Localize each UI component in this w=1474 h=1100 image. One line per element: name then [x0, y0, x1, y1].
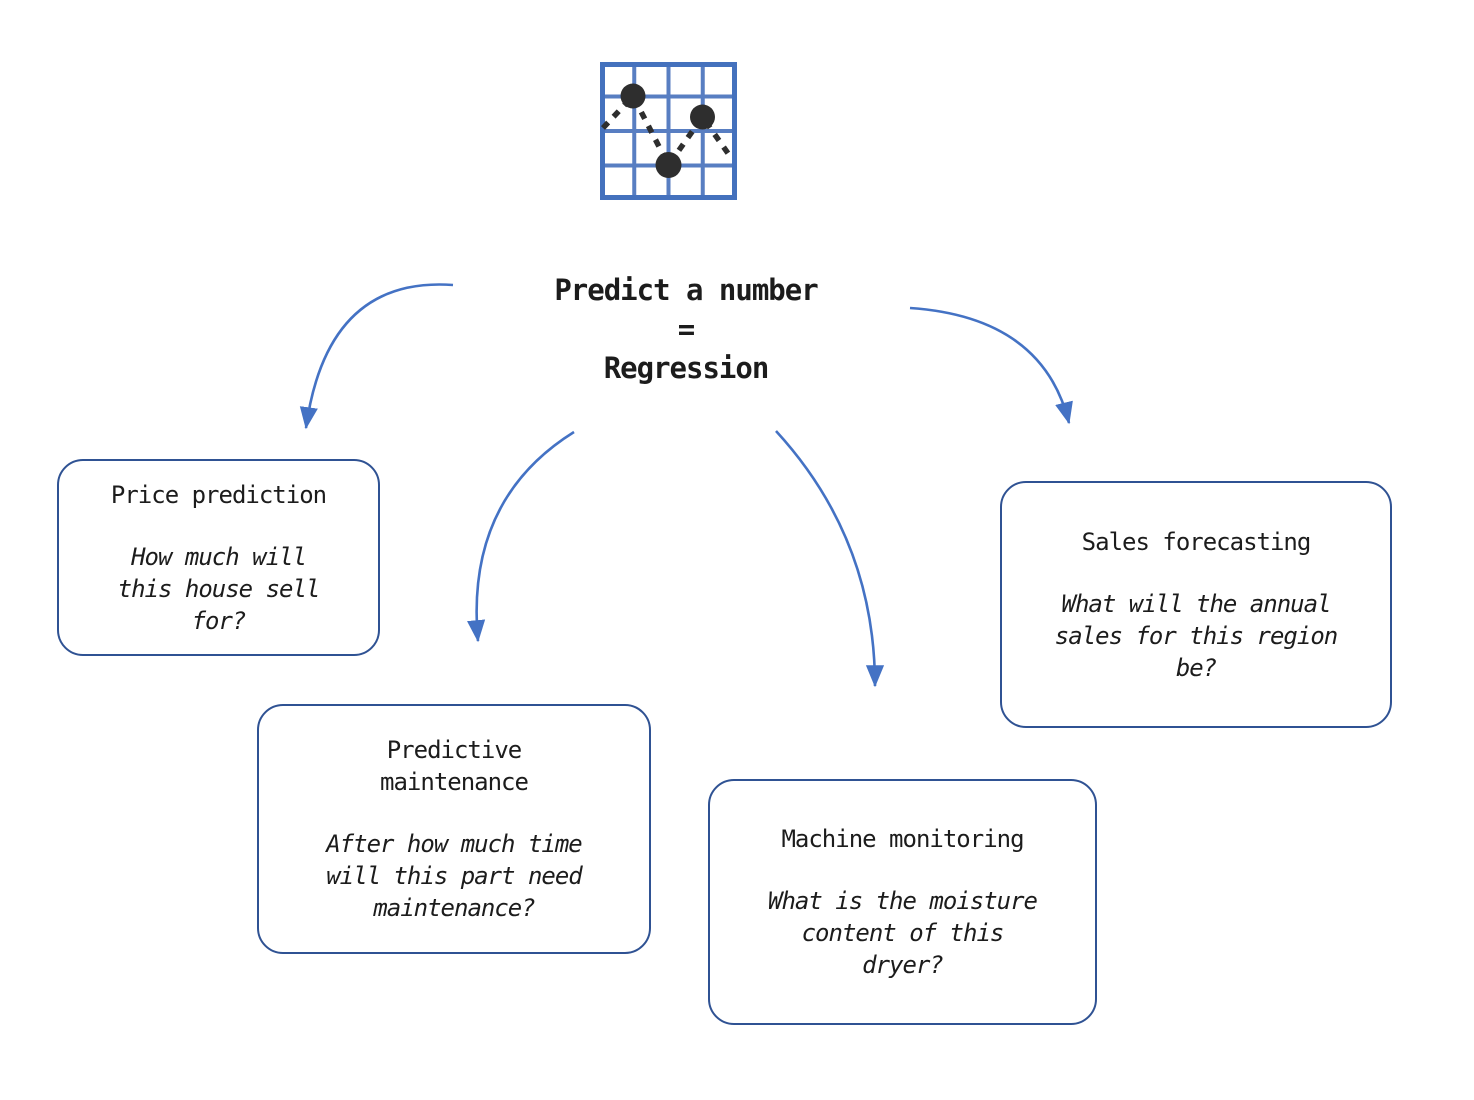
node-question: What is the moisture content of this dry… [768, 887, 1038, 979]
node-question: How much will this house sell for? [117, 542, 321, 635]
arrow-to-price-prediction [299, 283, 454, 430]
node-predictive-maintenance: Predictive maintenance After how much ti… [257, 704, 651, 954]
node-machine-monitoring: Machine monitoring What is the moisture … [708, 779, 1097, 1025]
node-question: After how much time will this part need … [326, 830, 583, 922]
diagram-title: Predict a number = Regression [554, 273, 818, 385]
node-question: What will the annual sales for this regi… [1054, 589, 1338, 682]
scatter-plot-chart-icon [600, 62, 737, 200]
node-title: Sales forecasting [1081, 527, 1312, 556]
node-price-prediction: Price prediction How much will this hous… [57, 459, 380, 656]
arrow-to-machine-monitoring [775, 430, 885, 688]
node-title: Predictive maintenance [380, 736, 529, 796]
arrow-to-sales-forecasting [909, 306, 1073, 425]
node-title: Price prediction [110, 480, 327, 509]
node-sales-forecasting: Sales forecasting What will the annual s… [1000, 481, 1392, 728]
node-title: Machine monitoring [781, 825, 1024, 853]
icon-data-points [620, 83, 715, 178]
arrow-to-predictive-maintenance [467, 430, 575, 643]
icon-frame [600, 62, 737, 200]
